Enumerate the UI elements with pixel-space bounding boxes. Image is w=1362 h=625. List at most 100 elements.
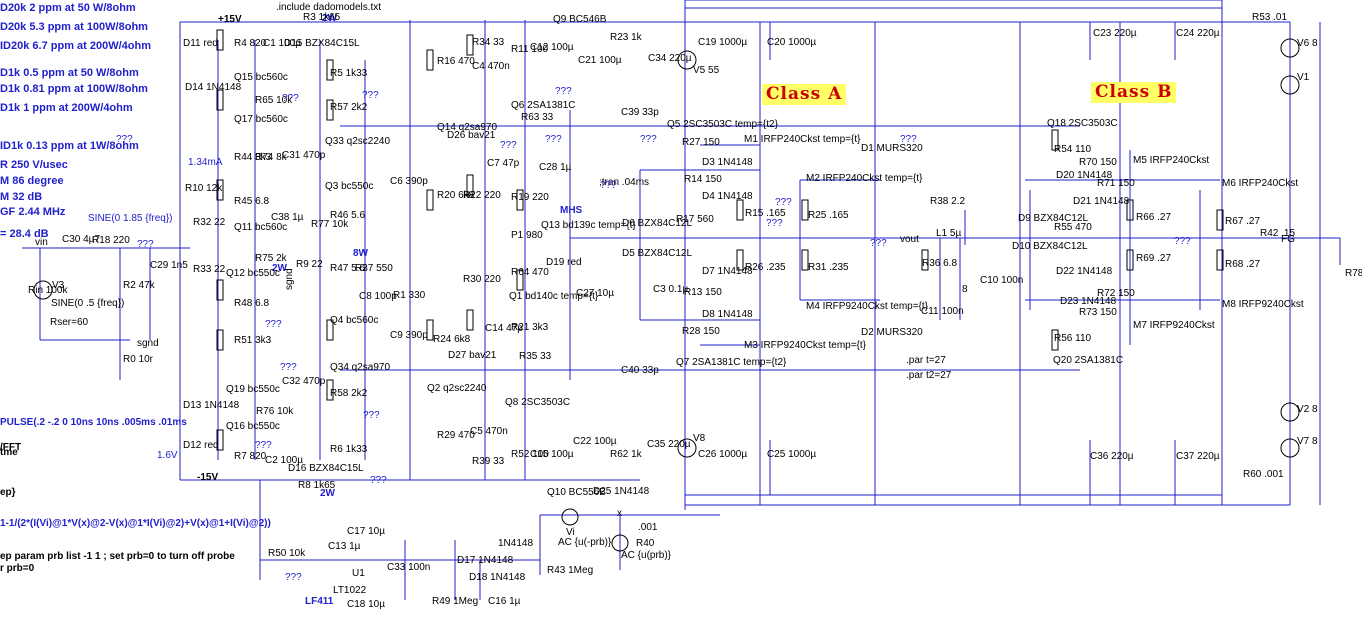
component-label-d1: D1 MURS320 — [861, 143, 923, 154]
component-label-u1: U1 — [352, 568, 365, 579]
component-label-r37: R37 550 — [355, 263, 393, 274]
component-label-r22: R22 220 — [463, 190, 501, 201]
resistor-symbol — [326, 59, 334, 81]
component-label-r18: R18 220 — [92, 235, 130, 246]
component-label-d19: D19 red — [546, 257, 582, 268]
component-label-r58: R58 2k2 — [330, 388, 368, 399]
source-symbol — [561, 508, 579, 526]
component-label-r7: R7 820 — [234, 451, 267, 462]
source-symbol — [1280, 438, 1300, 458]
component-label-c12: C12 100µ — [530, 42, 574, 53]
component-label-q7: Q7 2SA1381C temp={t2} — [676, 357, 787, 368]
par-t-directive: .par t=27 — [906, 355, 946, 366]
sine-source-label: SINE(0 1.85 {freq}) — [88, 213, 173, 224]
component-label-d6: D6 BZX84C12L — [622, 218, 693, 229]
component-label-r32: R32 22 — [193, 217, 226, 228]
net-unknown-marker: ??? — [363, 410, 380, 421]
component-label-r47: R47 5.6 — [330, 263, 366, 274]
component-label-m5: M5 IRFP240Ckst — [1133, 155, 1210, 166]
net-unknown-marker: ??? — [600, 180, 617, 191]
component-label-l1: L1 5µ — [936, 228, 962, 239]
component-label-d15: D15 BZX84C15L — [284, 38, 360, 49]
component-label-r65: R65 10k — [255, 95, 293, 106]
component-label-r2: R2 47k — [123, 280, 155, 291]
component-label-r50: R50 10k — [268, 548, 306, 559]
net-unknown-marker: ??? — [285, 572, 302, 583]
component-label-q5: Q5 2SC3503C temp={t2} — [667, 119, 778, 130]
component-label-c27: C27 10µ — [576, 288, 615, 299]
ac-vi-label: AC {u(-prb)} — [558, 537, 612, 548]
lt1022-label: LT1022 — [333, 585, 367, 596]
component-label-v2: V2 8 — [1297, 404, 1318, 415]
component-label-r6: R6 1k33 — [330, 444, 368, 455]
component-label-r33: R33 22 — [193, 264, 226, 275]
component-label-q14: Q14 q2sa970 — [437, 122, 498, 133]
component-label-d3: D3 1N4148 — [702, 157, 753, 168]
source-symbol — [677, 438, 697, 458]
component-label-c14: C14 47p — [485, 323, 523, 334]
component-label-q18: Q18 2SC3503C — [1047, 118, 1118, 129]
component-label-r67: R67 .27 — [1225, 216, 1261, 227]
component-label-d18: D18 1N4148 — [469, 572, 526, 583]
vin-label: vin — [35, 237, 48, 248]
resistor-symbol — [1216, 209, 1224, 231]
note-line: D1k 1 ppm at 200W/4ohm — [0, 102, 133, 114]
component-label-r46: R46 5.6 — [330, 210, 366, 221]
component-label-c33: C33 100n — [387, 562, 431, 573]
component-label-c22: C22 100µ — [573, 436, 617, 447]
component-label-r75: R75 2k — [255, 253, 287, 264]
component-label-r74: R74 8k — [255, 152, 287, 163]
component-label-r24: R24 6k8 — [433, 334, 471, 345]
component-label-r71: R71 150 — [1097, 178, 1135, 189]
component-label-c7: C7 47p — [487, 158, 520, 169]
component-label-r60: R60 .001 — [1243, 469, 1284, 480]
component-label-c1: C1 100µ — [263, 38, 302, 49]
component-label-r40: R40 — [636, 538, 655, 549]
resistor-symbol — [1051, 129, 1059, 151]
net-unknown-marker: ??? — [370, 475, 387, 486]
component-label-v8: V8 — [693, 433, 706, 444]
net-unknown-marker: ??? — [500, 140, 517, 151]
sine-v3-label: SINE(0 .5 {freq}) — [51, 298, 125, 309]
component-label-d14: D14 1N4148 — [185, 82, 242, 93]
net-unknown-marker: ??? — [265, 319, 282, 330]
component-label-r51: R51 3k3 — [234, 335, 272, 346]
component-label-r17: R17 560 — [676, 214, 714, 225]
component-label-c15: C15 100µ — [530, 449, 574, 460]
resistor-symbol — [801, 199, 809, 221]
vout-label: vout — [900, 234, 919, 245]
component-label-r38: R38 2.2 — [930, 196, 966, 207]
led-voltage-annotation: 1.6V — [157, 450, 178, 461]
net-unknown-marker: ??? — [900, 134, 917, 145]
component-label-r39: R39 33 — [472, 456, 505, 467]
prb-directive: r prb=0 — [0, 563, 35, 574]
component-label-r66: R66 .27 — [1136, 212, 1172, 223]
component-label-q34: Q34 q2sa970 — [330, 362, 391, 373]
x-net-label: x — [617, 508, 622, 519]
component-label-r36: R36 6.8 — [922, 258, 958, 269]
component-label-r_001: .001 — [638, 522, 658, 533]
component-label-r31: R31 .235 — [808, 262, 849, 273]
resistor-symbol — [516, 269, 524, 291]
component-label-d11: D11 red — [183, 38, 218, 49]
resistor-symbol — [426, 49, 434, 71]
resistor-symbol — [1126, 249, 1134, 271]
component-label-q6: Q6 2SA1381C — [511, 100, 576, 111]
component-label-c20: C20 1000µ — [767, 37, 817, 48]
resistor-symbol — [921, 249, 929, 271]
component-label-m8: M8 IRFP9240Ckst — [1222, 299, 1304, 310]
component-label-q19: Q19 bc550c — [226, 384, 280, 395]
component-label-m1: M1 IRFP240Ckst temp={t} — [744, 134, 861, 145]
current-annotation: 1.34mA — [188, 157, 223, 168]
component-label-c38: C38 1µ — [271, 212, 304, 223]
component-symbols — [33, 29, 1300, 552]
fft-directive: /FFT — [0, 442, 22, 453]
net-unknown-marker: ??? — [280, 362, 297, 373]
net-unknown-marker: ??? — [137, 239, 154, 250]
component-label-r8: R8 1k65 — [298, 480, 336, 491]
component-label-v7: V7 8 — [1297, 436, 1318, 447]
tran-directive: ;tran .04ms — [599, 177, 650, 188]
component-label-m3: M3 IRFP9240Ckst temp={t} — [744, 340, 867, 351]
pulse-directive: PULSE(.2 -.2 0 10ns 10ns .005ms .01ms — [0, 417, 187, 428]
resistor-symbol — [466, 309, 474, 331]
